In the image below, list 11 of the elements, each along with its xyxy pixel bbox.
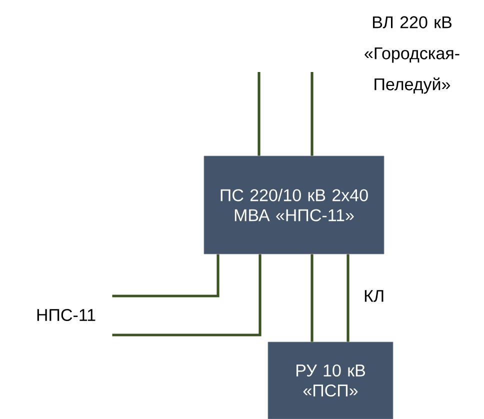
station-label: НПС-11 — [37, 308, 96, 322]
line — [346, 254, 350, 342]
line — [112, 254, 262, 336]
line — [112, 254, 220, 298]
line-label: ВЛ 220 кВ «Городская-Пеледуй» — [364, 16, 460, 94]
line — [310, 254, 314, 342]
edge-label: КЛ — [364, 290, 384, 302]
substation-box: РУ 10 кВ «ПСП» — [268, 342, 394, 419]
line — [310, 72, 314, 156]
substation-box: ПС 220/10 кВ 2х40 МВА «НПС-11» — [204, 156, 384, 254]
line — [258, 72, 260, 156]
